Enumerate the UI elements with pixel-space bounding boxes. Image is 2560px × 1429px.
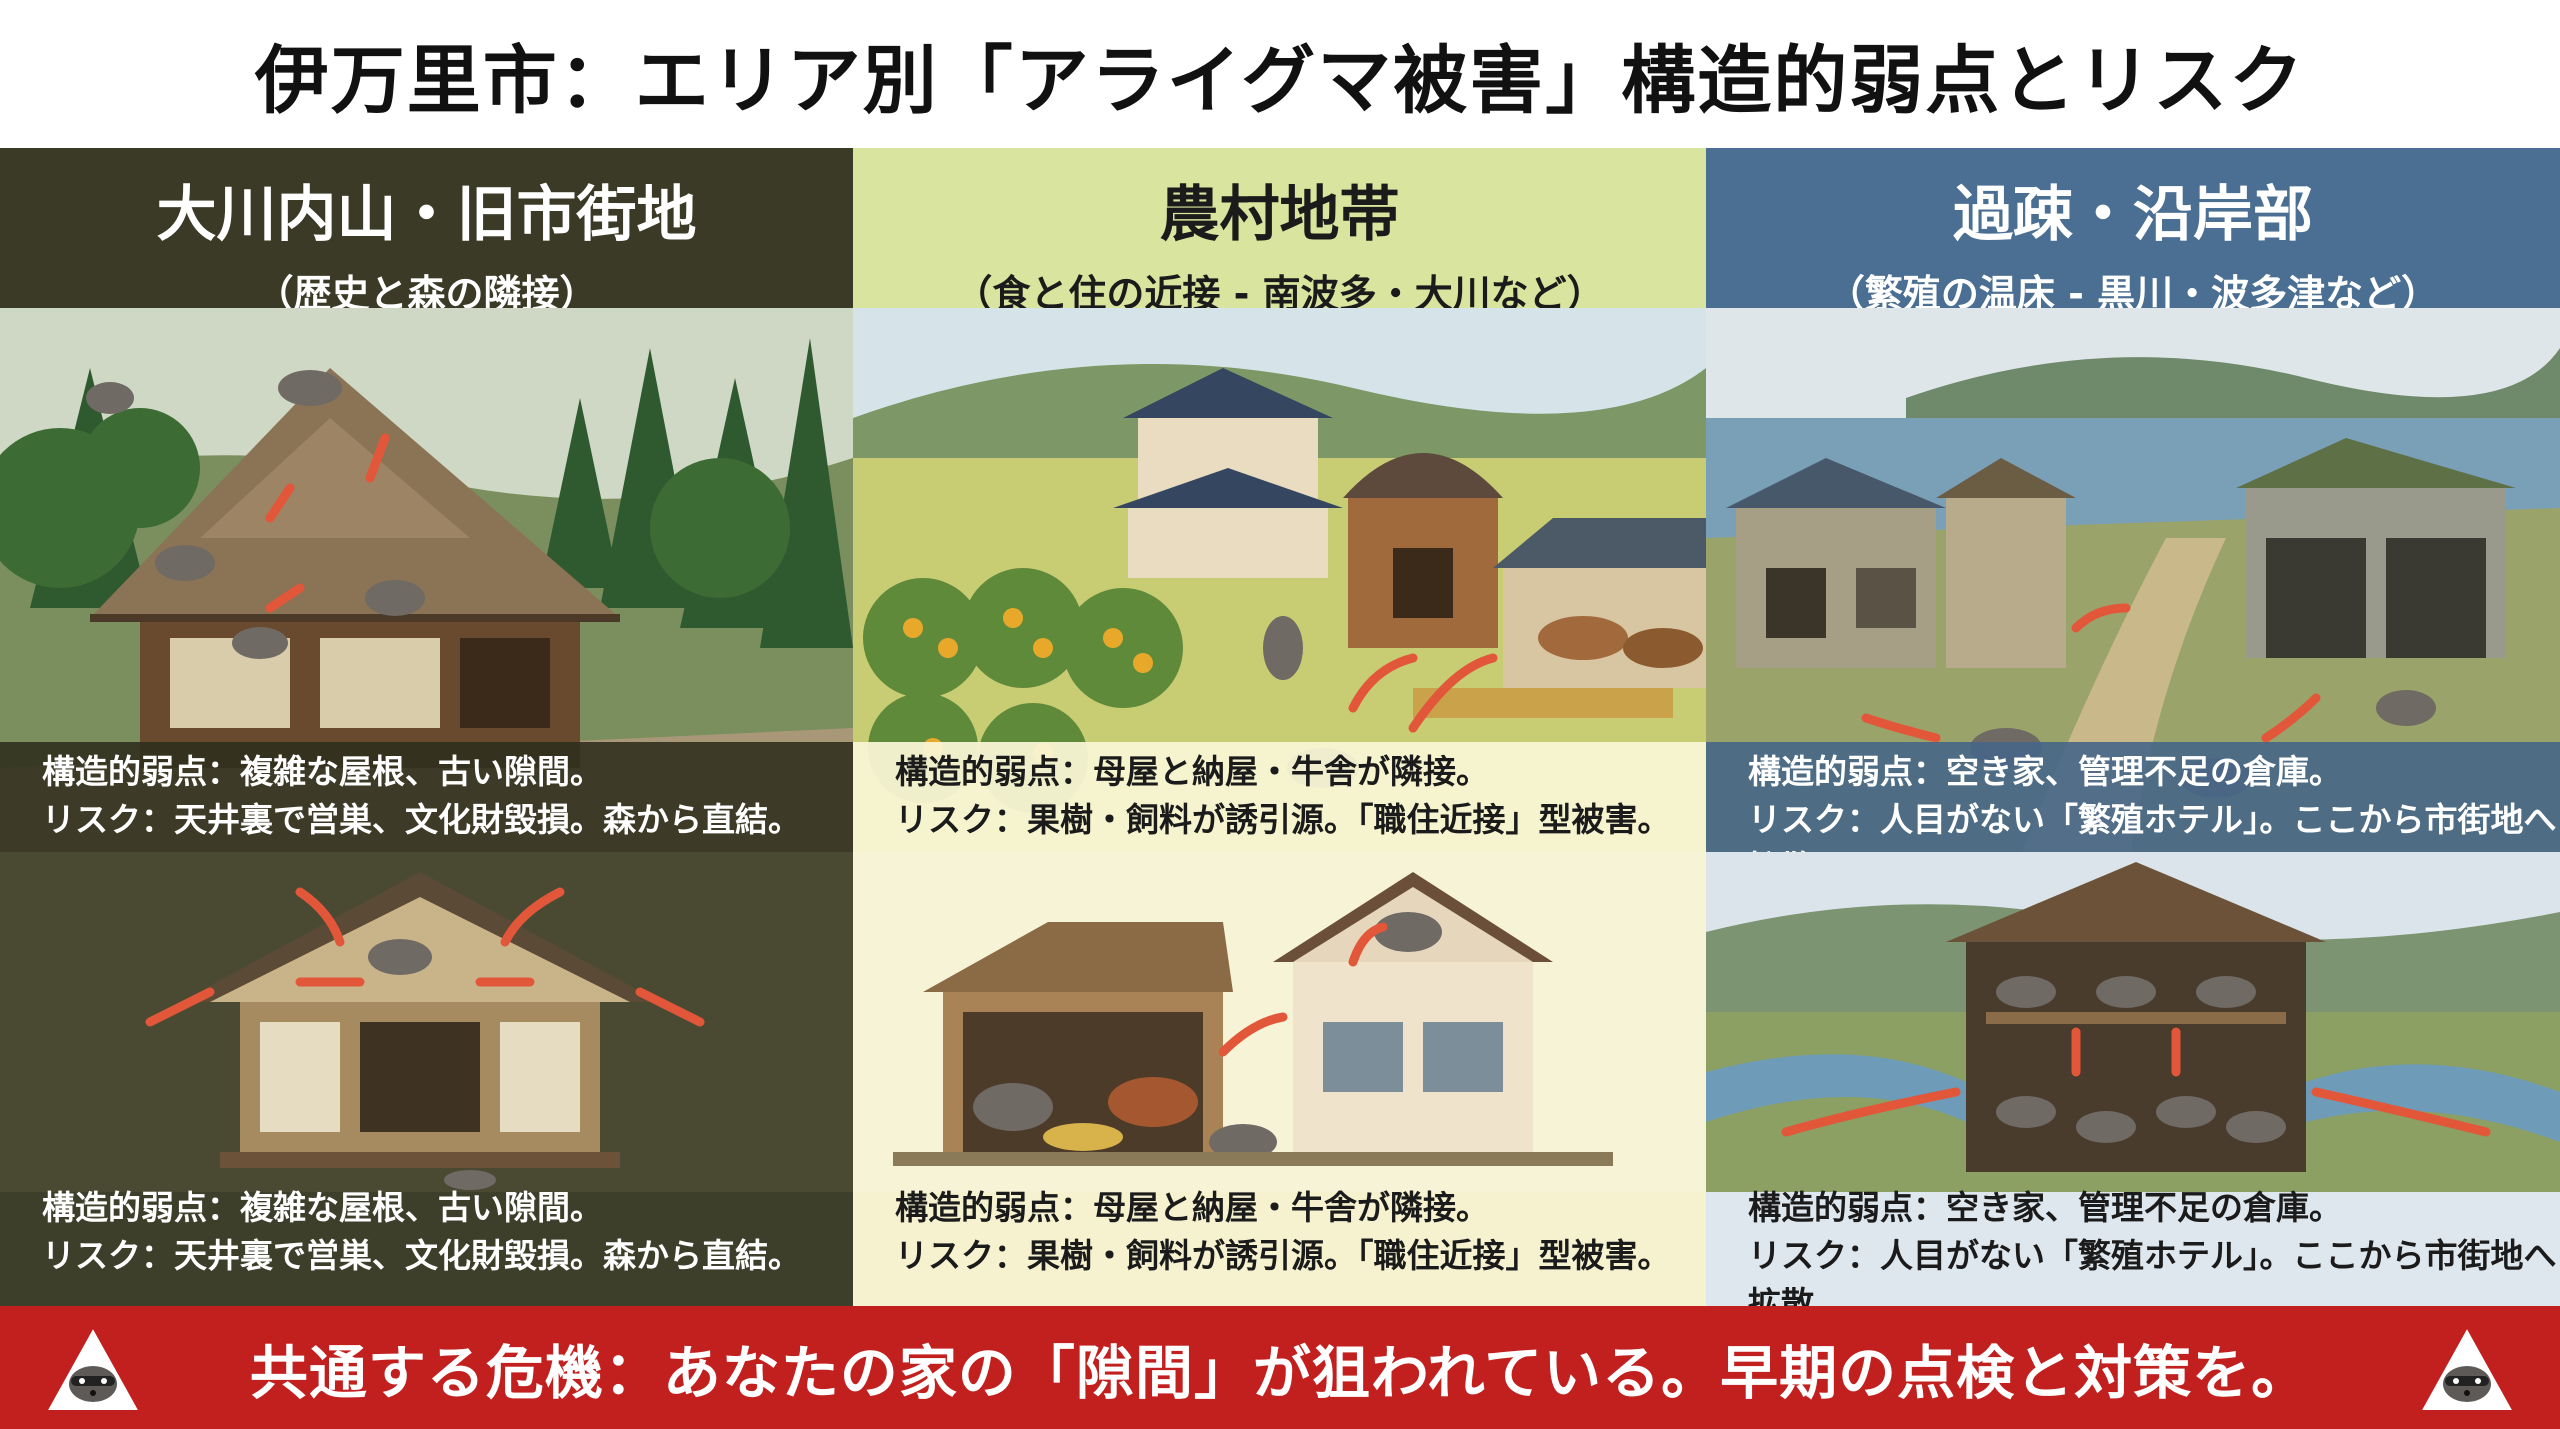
weakness-text: 構造的弱点：母屋と納屋・牛舎が隣接。	[895, 752, 1489, 791]
column-header: 過疎・沿岸部 （繁殖の温床 - 黒川・波多津など）	[1706, 148, 2560, 316]
area-column-coastal: 過疎・沿岸部 （繁殖の温床 - 黒川・波多津など）	[1706, 148, 2560, 1306]
risk-caption-top: 構造的弱点：複雑な屋根、古い隙間。 リスク：天井裏で営巣、文化財毀損。森から直結…	[0, 742, 853, 852]
risk-caption-top: 構造的弱点：空き家、管理不足の倉庫。 リスク：人目がない「繁殖ホテル」。ここから…	[1706, 742, 2560, 887]
attic-cross-section-illustration	[0, 852, 853, 1192]
risk-text: リスク：果樹・飼料が誘引源。「職住近接」型被害。	[895, 800, 1671, 839]
area-column-farmland: 農村地帯 （食と住の近接 - 南波多・大川など）	[853, 148, 1706, 1306]
area-column-okawachiyama: 大川内山・旧市街地 （歴史と森の隣接）	[0, 148, 853, 1306]
column-heading: 大川内山・旧市街地	[156, 180, 697, 250]
risk-text: リスク：天井裏で営巣、文化財毀損。森から直結。	[42, 1236, 801, 1275]
footer-message: 共通する危機：あなたの家の「隙間」が狙われている。早期の点検と対策を。	[249, 1338, 2311, 1407]
risk-text: リスク：人目がない「繁殖ホテル」。ここから市街地へ拡散。	[1748, 1236, 2557, 1306]
risk-caption-top: 構造的弱点：母屋と納屋・牛舎が隣接。 リスク：果樹・飼料が誘引源。「職住近接」型…	[853, 742, 1706, 852]
column-heading: 農村地帯	[1159, 180, 1400, 250]
risk-text: リスク：果樹・飼料が誘引源。「職住近接」型被害。	[895, 1236, 1671, 1275]
warning-banner: 共通する危機：あなたの家の「隙間」が狙われている。早期の点検と対策を。	[0, 1306, 2560, 1429]
raccoon-warning-icon	[37, 1316, 149, 1418]
risk-caption-bottom: 構造的弱点：母屋と納屋・牛舎が隣接。 リスク：果樹・飼料が誘引源。「職住近接」型…	[853, 1184, 1706, 1304]
risk-caption-bottom: 構造的弱点：空き家、管理不足の倉庫。 リスク：人目がない「繁殖ホテル」。ここから…	[1706, 1184, 2560, 1306]
column-heading: 過疎・沿岸部	[1953, 180, 2313, 250]
raccoon-warning-icon	[2411, 1316, 2523, 1418]
title-bar: 伊万里市：エリア別「アライグマ被害」構造的弱点とリスク	[0, 0, 2560, 148]
weakness-text: 構造的弱点：空き家、管理不足の倉庫。	[1748, 1188, 2342, 1227]
weakness-text: 構造的弱点：空き家、管理不足の倉庫。	[1748, 752, 2342, 791]
barn-house-cross-section-illustration	[853, 852, 1706, 1192]
breeding-shed-cross-section-illustration	[1706, 852, 2560, 1192]
risk-caption-bottom: 構造的弱点：複雑な屋根、古い隙間。 リスク：天井裏で営巣、文化財毀損。森から直結…	[0, 1184, 853, 1304]
weakness-text: 構造的弱点：複雑な屋根、古い隙間。	[42, 752, 603, 791]
column-header: 大川内山・旧市街地 （歴史と森の隣接）	[0, 148, 853, 316]
column-header: 農村地帯 （食と住の近接 - 南波多・大川など）	[853, 148, 1706, 316]
weakness-text: 構造的弱点：母屋と納屋・牛舎が隣接。	[895, 1188, 1489, 1227]
page-title: 伊万里市：エリア別「アライグマ被害」構造的弱点とリスク	[254, 37, 2306, 124]
risk-text: リスク：天井裏で営巣、文化財毀損。森から直結。	[42, 800, 801, 839]
weakness-text: 構造的弱点：複雑な屋根、古い隙間。	[42, 1188, 603, 1227]
